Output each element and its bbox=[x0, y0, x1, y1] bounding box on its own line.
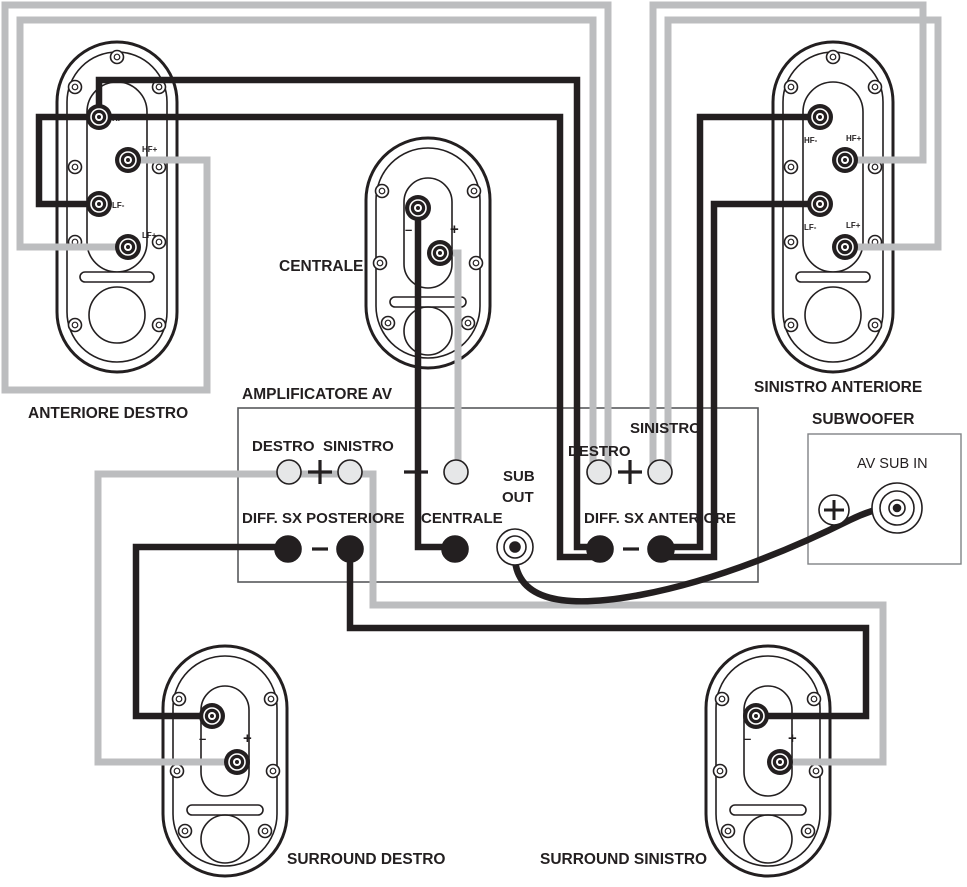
label-sinistro-right: SINISTRO bbox=[630, 420, 701, 437]
label-centrale-speaker: CENTRALE bbox=[279, 258, 363, 275]
fr-lf-minus-mark: LF- bbox=[112, 201, 125, 210]
label-subwoofer: SUBWOOFER bbox=[812, 411, 914, 428]
fr-hf-plus-mark: HF+ bbox=[142, 145, 158, 154]
fr-lf-plus-mark: LF+ bbox=[142, 231, 157, 240]
label-surround-destro: SURROUND DESTRO bbox=[287, 851, 445, 868]
label-sinistro-left: SINISTRO bbox=[323, 438, 394, 455]
label-amplificatore: AMPLIFICATORE AV bbox=[242, 386, 393, 403]
amp-polarity-marks bbox=[308, 460, 642, 551]
amp-terminals bbox=[274, 459, 675, 566]
srd-minus-mark: – bbox=[199, 731, 206, 746]
fl-lf-minus-mark: LF- bbox=[804, 223, 817, 232]
label-anteriore-destro: ANTERIORE DESTRO bbox=[28, 405, 188, 422]
fr-hf-minus-mark: HF- bbox=[112, 114, 126, 123]
label-surround-sinistro: SURROUND SINISTRO bbox=[540, 851, 707, 868]
fl-hf-minus-mark: HF- bbox=[804, 136, 818, 145]
label-diff-sx-anteriore: DIFF. SX ANTERIORE bbox=[584, 510, 736, 527]
label-av-sub-in: AV SUB IN bbox=[857, 456, 928, 472]
label-diff-sx-posteriore: DIFF. SX POSTERIORE bbox=[242, 510, 405, 527]
srd-plus-mark: + bbox=[243, 730, 252, 747]
label-sinistro-anteriore: SINISTRO ANTERIORE bbox=[754, 379, 922, 396]
label-sub-out-1: SUB bbox=[503, 468, 535, 485]
fl-lf-plus-mark: LF+ bbox=[846, 221, 861, 230]
fl-hf-plus-mark: HF+ bbox=[846, 134, 862, 143]
label-destro-right: DESTRO bbox=[568, 443, 631, 460]
label-centrale-amp: CENTRALE bbox=[421, 510, 503, 527]
black-wires bbox=[35, 76, 906, 720]
label-destro-left: DESTRO bbox=[252, 438, 315, 455]
center-minus-mark: – bbox=[405, 222, 412, 237]
label-sub-out-2: OUT bbox=[502, 489, 534, 506]
subwoofer-connectors bbox=[818, 482, 923, 534]
center-plus-mark: + bbox=[450, 221, 459, 238]
srs-minus-mark: – bbox=[744, 731, 751, 746]
srs-plus-mark: + bbox=[788, 730, 797, 747]
